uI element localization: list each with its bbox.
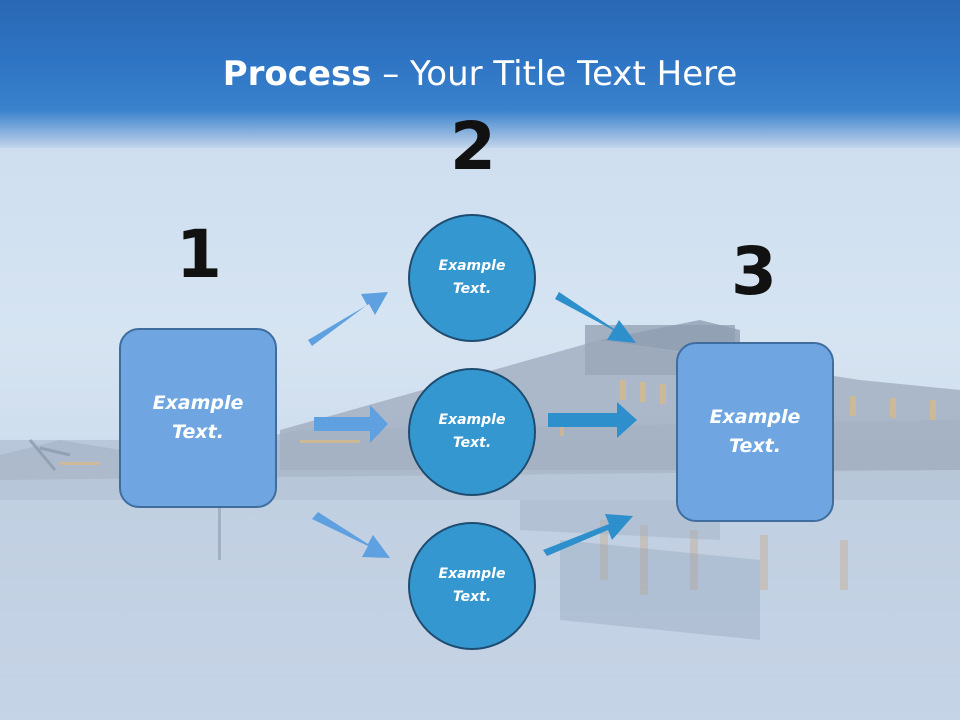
left-box-label: Example Text. bbox=[152, 392, 244, 443]
step-number-1: 1 bbox=[176, 216, 222, 293]
right-box-label: Example Text. bbox=[709, 406, 801, 457]
top-circle[interactable]: Example Text. bbox=[408, 214, 536, 342]
title-bold: Process bbox=[222, 54, 372, 94]
step-number-2: 2 bbox=[450, 108, 496, 185]
title-bar: Process – Your Title Text Here bbox=[0, 0, 960, 148]
bottom-circle[interactable]: Example Text. bbox=[408, 522, 536, 650]
arrow-to-middle-circle bbox=[314, 405, 388, 443]
right-process-box[interactable]: Example Text. bbox=[676, 342, 834, 522]
left-process-box[interactable]: Example Text. bbox=[119, 328, 277, 508]
page-title: Process – Your Title Text Here bbox=[0, 54, 960, 94]
arrow-middle-to-right bbox=[548, 402, 637, 438]
title-rest: – Your Title Text Here bbox=[371, 54, 738, 94]
middle-circle-label: Example Text. bbox=[438, 412, 506, 451]
arrow-to-bottom-circle bbox=[312, 512, 390, 558]
top-circle-label: Example Text. bbox=[438, 258, 506, 297]
bottom-circle-label: Example Text. bbox=[438, 566, 506, 605]
arrow-top-to-right bbox=[555, 292, 636, 343]
middle-circle[interactable]: Example Text. bbox=[408, 368, 536, 496]
step-number-3: 3 bbox=[731, 233, 777, 310]
arrow-bottom-to-right bbox=[543, 514, 633, 556]
arrow-to-top-circle bbox=[308, 292, 388, 346]
